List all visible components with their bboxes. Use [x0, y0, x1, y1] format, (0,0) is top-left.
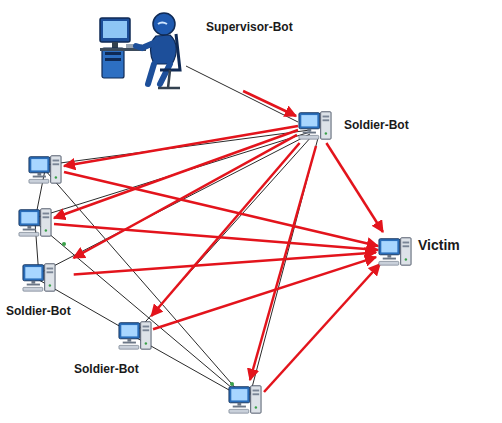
computer-icon — [29, 156, 61, 183]
supervisor-bot: Supervisor-Bot — [98, 4, 295, 90]
computer-icon — [298, 108, 332, 142]
node-label: Victim — [416, 238, 462, 253]
attack-arrow — [326, 143, 383, 232]
supervisor-illustration — [98, 4, 202, 90]
computer-icon — [118, 318, 152, 352]
soldier-bot: Soldier-Bot — [72, 318, 152, 377]
computer-icon — [378, 234, 412, 268]
attack-arrow — [74, 135, 298, 258]
node-label: Soldier-Bot — [72, 362, 141, 377]
soldier-bot: Soldier-Bot — [298, 108, 411, 142]
computer-icon — [229, 386, 261, 413]
node-label: Soldier-Bot — [342, 118, 411, 133]
computer-icon — [19, 209, 51, 236]
attack-arrow — [153, 257, 376, 329]
junction-dot — [62, 242, 66, 246]
attack-arrows — [54, 126, 380, 392]
victim: Victim — [378, 234, 462, 268]
node-label: Supervisor-Bot — [204, 20, 295, 35]
attack-arrow — [243, 91, 296, 116]
computer-icon — [22, 260, 56, 294]
junction-dot — [230, 382, 234, 386]
edge-group — [74, 91, 383, 329]
mesh-lines — [35, 66, 318, 399]
node-label: Soldier-Bot — [4, 304, 73, 319]
soldier-bot: Soldier-Bot — [4, 260, 73, 319]
